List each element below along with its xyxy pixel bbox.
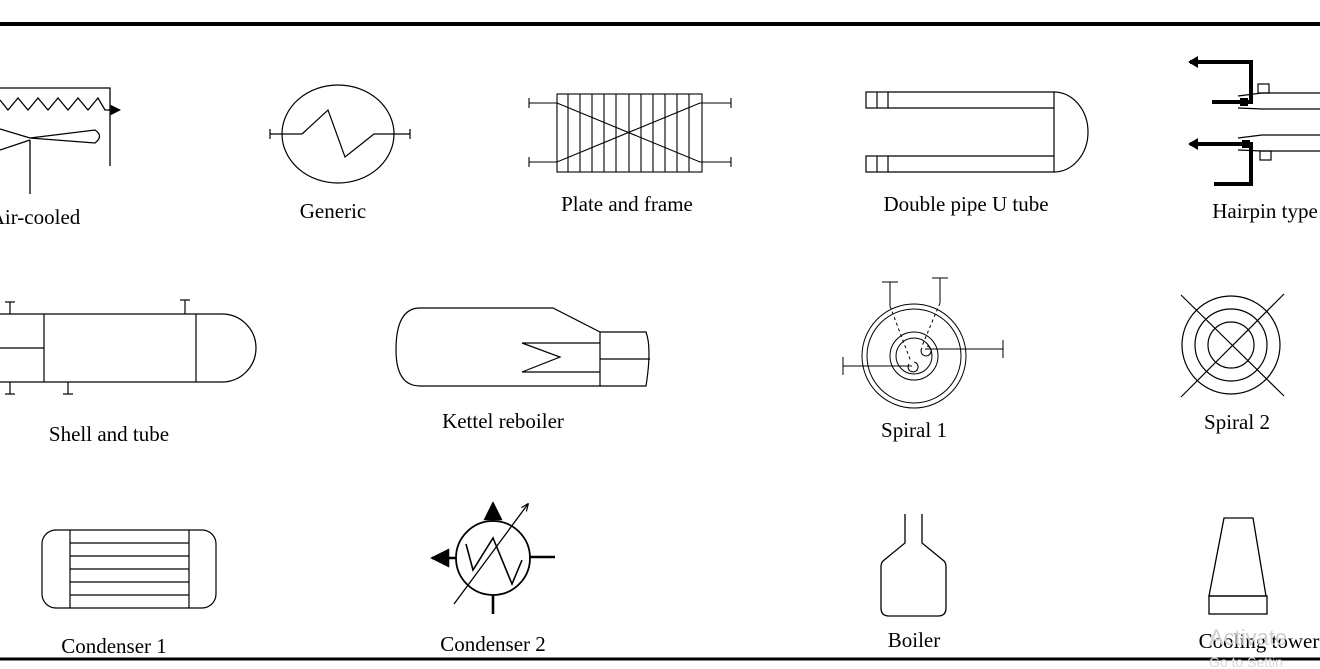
- double-pipe-u-tube-label: Double pipe U tube: [883, 192, 1048, 216]
- hairpin-type-label: Hairpin type: [1212, 199, 1318, 223]
- shell-and-tube-symbol: [0, 299, 257, 395]
- condenser-2-label: Condenser 2: [440, 632, 546, 656]
- air-cooled-label: Air-cooled: [0, 205, 81, 229]
- spiral-1-label: Spiral 1: [881, 418, 947, 442]
- generic-symbol: [269, 84, 411, 184]
- plate-and-frame-label: Plate and frame: [561, 192, 693, 216]
- activation-watermark-line2: Go to Settin: [1209, 654, 1283, 669]
- plate-and-frame-symbol: [528, 93, 732, 173]
- double-pipe-u-tube-symbol: [865, 91, 1089, 173]
- condenser-2-symbol: [430, 501, 555, 614]
- kettel-reboiler-label: Kettel reboiler: [442, 409, 564, 433]
- condenser-1-label: Condenser 1: [61, 634, 167, 658]
- kettel-reboiler-symbol: [395, 307, 650, 387]
- cooling-tower-label: Cooling tower: [1199, 629, 1320, 653]
- activation-watermark-line1: Activate: [1209, 625, 1287, 650]
- boiler-symbol: [880, 514, 947, 617]
- boiler-label: Boiler: [888, 628, 941, 652]
- spiral-2-symbol: [1180, 293, 1285, 398]
- condenser-1-symbol: [41, 529, 217, 609]
- shell-and-tube-label: Shell and tube: [49, 422, 169, 446]
- hairpin-type-symbol: [1188, 56, 1320, 186]
- spiral-1-symbol: [842, 277, 1004, 409]
- spiral-2-label: Spiral 2: [1204, 410, 1270, 434]
- air-cooled-symbol: [0, 87, 122, 194]
- cooling-tower-symbol: [1208, 517, 1268, 615]
- generic-label: Generic: [300, 199, 366, 223]
